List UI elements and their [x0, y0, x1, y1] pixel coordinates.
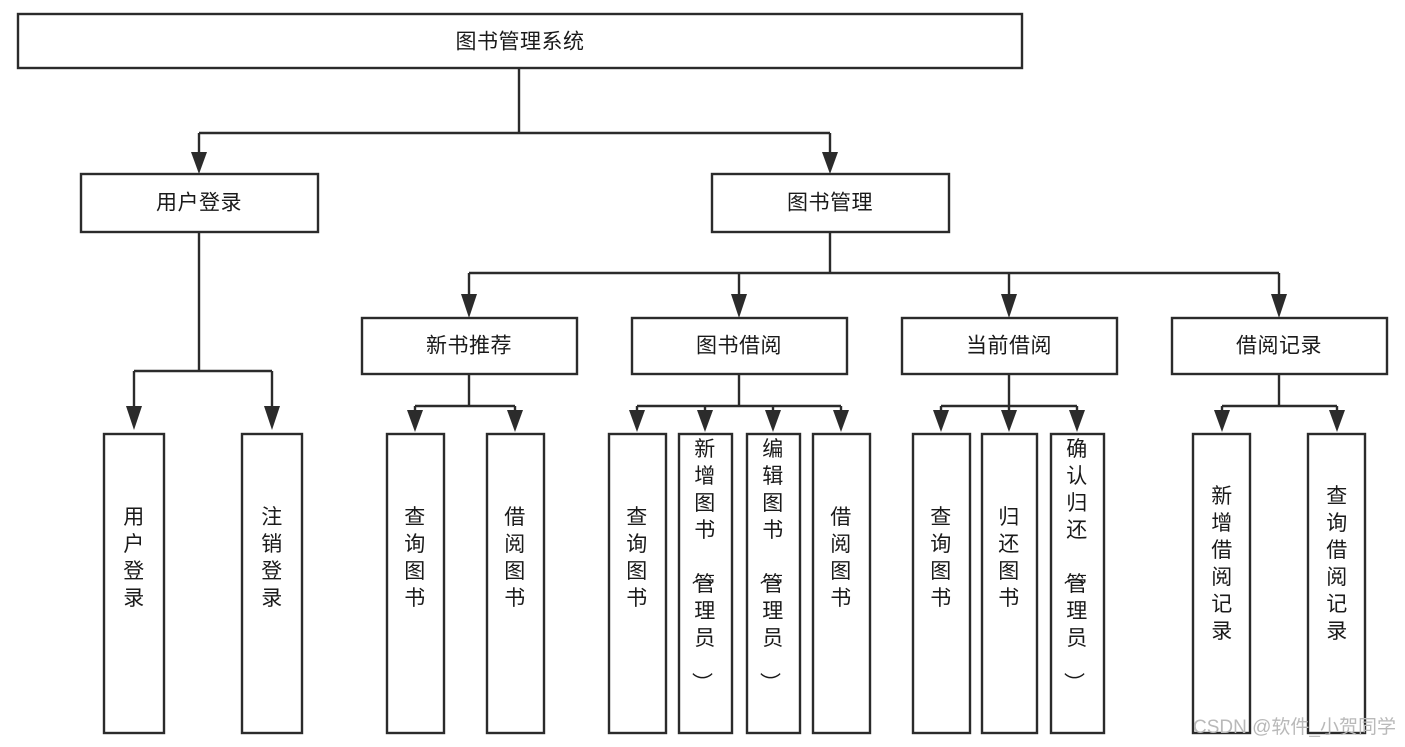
- node-leaf-query-book-1-label: 查询图书: [404, 506, 426, 610]
- arrow-head-leaf-query-book-2: [629, 410, 645, 432]
- arrow-head-leaf-borrow-book-2: [833, 410, 849, 432]
- arrow-head-leaf-add-record: [1214, 410, 1230, 432]
- node-leaf-query-book-3-label: 查询图书: [930, 506, 952, 610]
- node-user-login[interactable]: 用户登录: [79, 172, 320, 234]
- node-book-management[interactable]: 图书管理: [710, 172, 951, 234]
- node-book-management-label: 图书管理: [787, 192, 873, 215]
- node-book-borrow-box[interactable]: [630, 316, 849, 376]
- node-book-borrow[interactable]: 图书借阅: [630, 316, 849, 376]
- node-root-label: 图书管理系统: [456, 31, 585, 54]
- node-leaf-query-book-2-box[interactable]: [607, 432, 668, 735]
- node-new-book-recommend-box[interactable]: [360, 316, 579, 376]
- arrow-head-leaf-query-record: [1329, 410, 1345, 432]
- node-leaf-borrow-book-1-box[interactable]: [485, 432, 546, 735]
- arrow-head-new-book-recommend: [461, 294, 477, 318]
- node-leaf-borrow-book-1-label: 借阅图书: [504, 506, 526, 610]
- arrow-head-leaf-add-book: [697, 410, 713, 432]
- node-leaf-add-book-label: 新增图书（管理员）: [689, 438, 716, 694]
- node-leaf-confirm-return-label: 确认归还（管理员）: [1061, 438, 1088, 694]
- node-user-login-box[interactable]: [79, 172, 320, 234]
- node-leaf-add-book[interactable]: 新增图书（管理员）: [677, 432, 734, 735]
- arrow-head-leaf-user-login: [126, 406, 142, 430]
- node-leaf-query-record-label: 查询借阅记录: [1326, 485, 1348, 643]
- node-current-borrow[interactable]: 当前借阅: [900, 316, 1119, 376]
- node-book-management-box[interactable]: [710, 172, 951, 234]
- node-leaf-query-book-1[interactable]: 查询图书: [385, 432, 446, 735]
- node-book-borrow-label: 图书借阅: [696, 335, 782, 358]
- node-leaf-edit-book-box[interactable]: [745, 432, 802, 735]
- node-current-borrow-label: 当前借阅: [966, 335, 1052, 358]
- node-leaf-query-record[interactable]: 查询借阅记录: [1306, 432, 1367, 735]
- arrow-head-book-management: [822, 152, 838, 174]
- node-leaf-logout[interactable]: 注销登录: [240, 432, 304, 735]
- node-leaf-user-login-label: 用户登录: [123, 506, 145, 610]
- arrow-head-leaf-borrow-book-1: [507, 410, 523, 432]
- connector-layer: [126, 68, 1345, 432]
- node-leaf-return-book[interactable]: 归还图书: [980, 432, 1039, 735]
- node-leaf-user-login-box[interactable]: [102, 432, 166, 735]
- node-leaf-query-book-3-box[interactable]: [911, 432, 972, 735]
- node-leaf-confirm-return-box[interactable]: [1049, 432, 1106, 735]
- arrow-head-book-borrow: [731, 294, 747, 318]
- arrow-head-current-borrow: [1001, 294, 1017, 318]
- node-leaf-return-book-label: 归还图书: [998, 506, 1020, 610]
- node-leaf-add-record-box[interactable]: [1191, 432, 1252, 735]
- arrow-head-borrow-record: [1271, 294, 1287, 318]
- node-root-box[interactable]: [16, 12, 1024, 70]
- csdn-watermark: CSDN @软件_小贺同学: [1193, 716, 1396, 738]
- node-leaf-query-book-1-box[interactable]: [385, 432, 446, 735]
- arrow-head-leaf-confirm-return: [1069, 410, 1085, 432]
- node-current-borrow-box[interactable]: [900, 316, 1119, 376]
- node-leaf-query-book-3[interactable]: 查询图书: [911, 432, 972, 735]
- node-leaf-logout-box[interactable]: [240, 432, 304, 735]
- node-leaf-add-book-box[interactable]: [677, 432, 734, 735]
- arrow-head-leaf-query-book-1: [407, 410, 423, 432]
- node-leaf-add-record[interactable]: 新增借阅记录: [1191, 432, 1252, 735]
- node-new-book-recommend-label: 新书推荐: [426, 335, 512, 358]
- node-leaf-borrow-book-2-box[interactable]: [811, 432, 872, 735]
- arrow-head-user-login: [191, 152, 207, 174]
- node-leaf-edit-book[interactable]: 编辑图书（管理员）: [745, 432, 802, 735]
- arrow-head-leaf-edit-book: [765, 410, 781, 432]
- node-leaf-return-book-box[interactable]: [980, 432, 1039, 735]
- node-leaf-add-record-label: 新增借阅记录: [1211, 485, 1233, 643]
- node-leaf-query-book-2[interactable]: 查询图书: [607, 432, 668, 735]
- node-leaf-logout-label: 注销登录: [261, 506, 283, 610]
- arrow-head-leaf-logout: [264, 406, 280, 430]
- node-leaf-query-record-box[interactable]: [1306, 432, 1367, 735]
- arrow-head-leaf-return-book: [1001, 410, 1017, 432]
- arrow-head-leaf-query-book-3: [933, 410, 949, 432]
- node-leaf-query-book-2-label: 查询图书: [626, 506, 648, 610]
- node-borrow-record[interactable]: 借阅记录: [1170, 316, 1389, 376]
- node-leaf-borrow-book-2-label: 借阅图书: [830, 506, 852, 610]
- node-leaf-user-login[interactable]: 用户登录: [102, 432, 166, 735]
- node-new-book-recommend[interactable]: 新书推荐: [360, 316, 579, 376]
- node-root[interactable]: 图书管理系统: [16, 12, 1024, 70]
- node-user-login-label: 用户登录: [156, 192, 242, 215]
- node-leaf-borrow-book-2[interactable]: 借阅图书: [811, 432, 872, 735]
- node-leaf-edit-book-label: 编辑图书（管理员）: [757, 438, 784, 694]
- node-leaf-borrow-book-1[interactable]: 借阅图书: [485, 432, 546, 735]
- node-borrow-record-label: 借阅记录: [1236, 335, 1322, 358]
- node-leaf-confirm-return[interactable]: 确认归还（管理员）: [1049, 432, 1106, 735]
- node-borrow-record-box[interactable]: [1170, 316, 1389, 376]
